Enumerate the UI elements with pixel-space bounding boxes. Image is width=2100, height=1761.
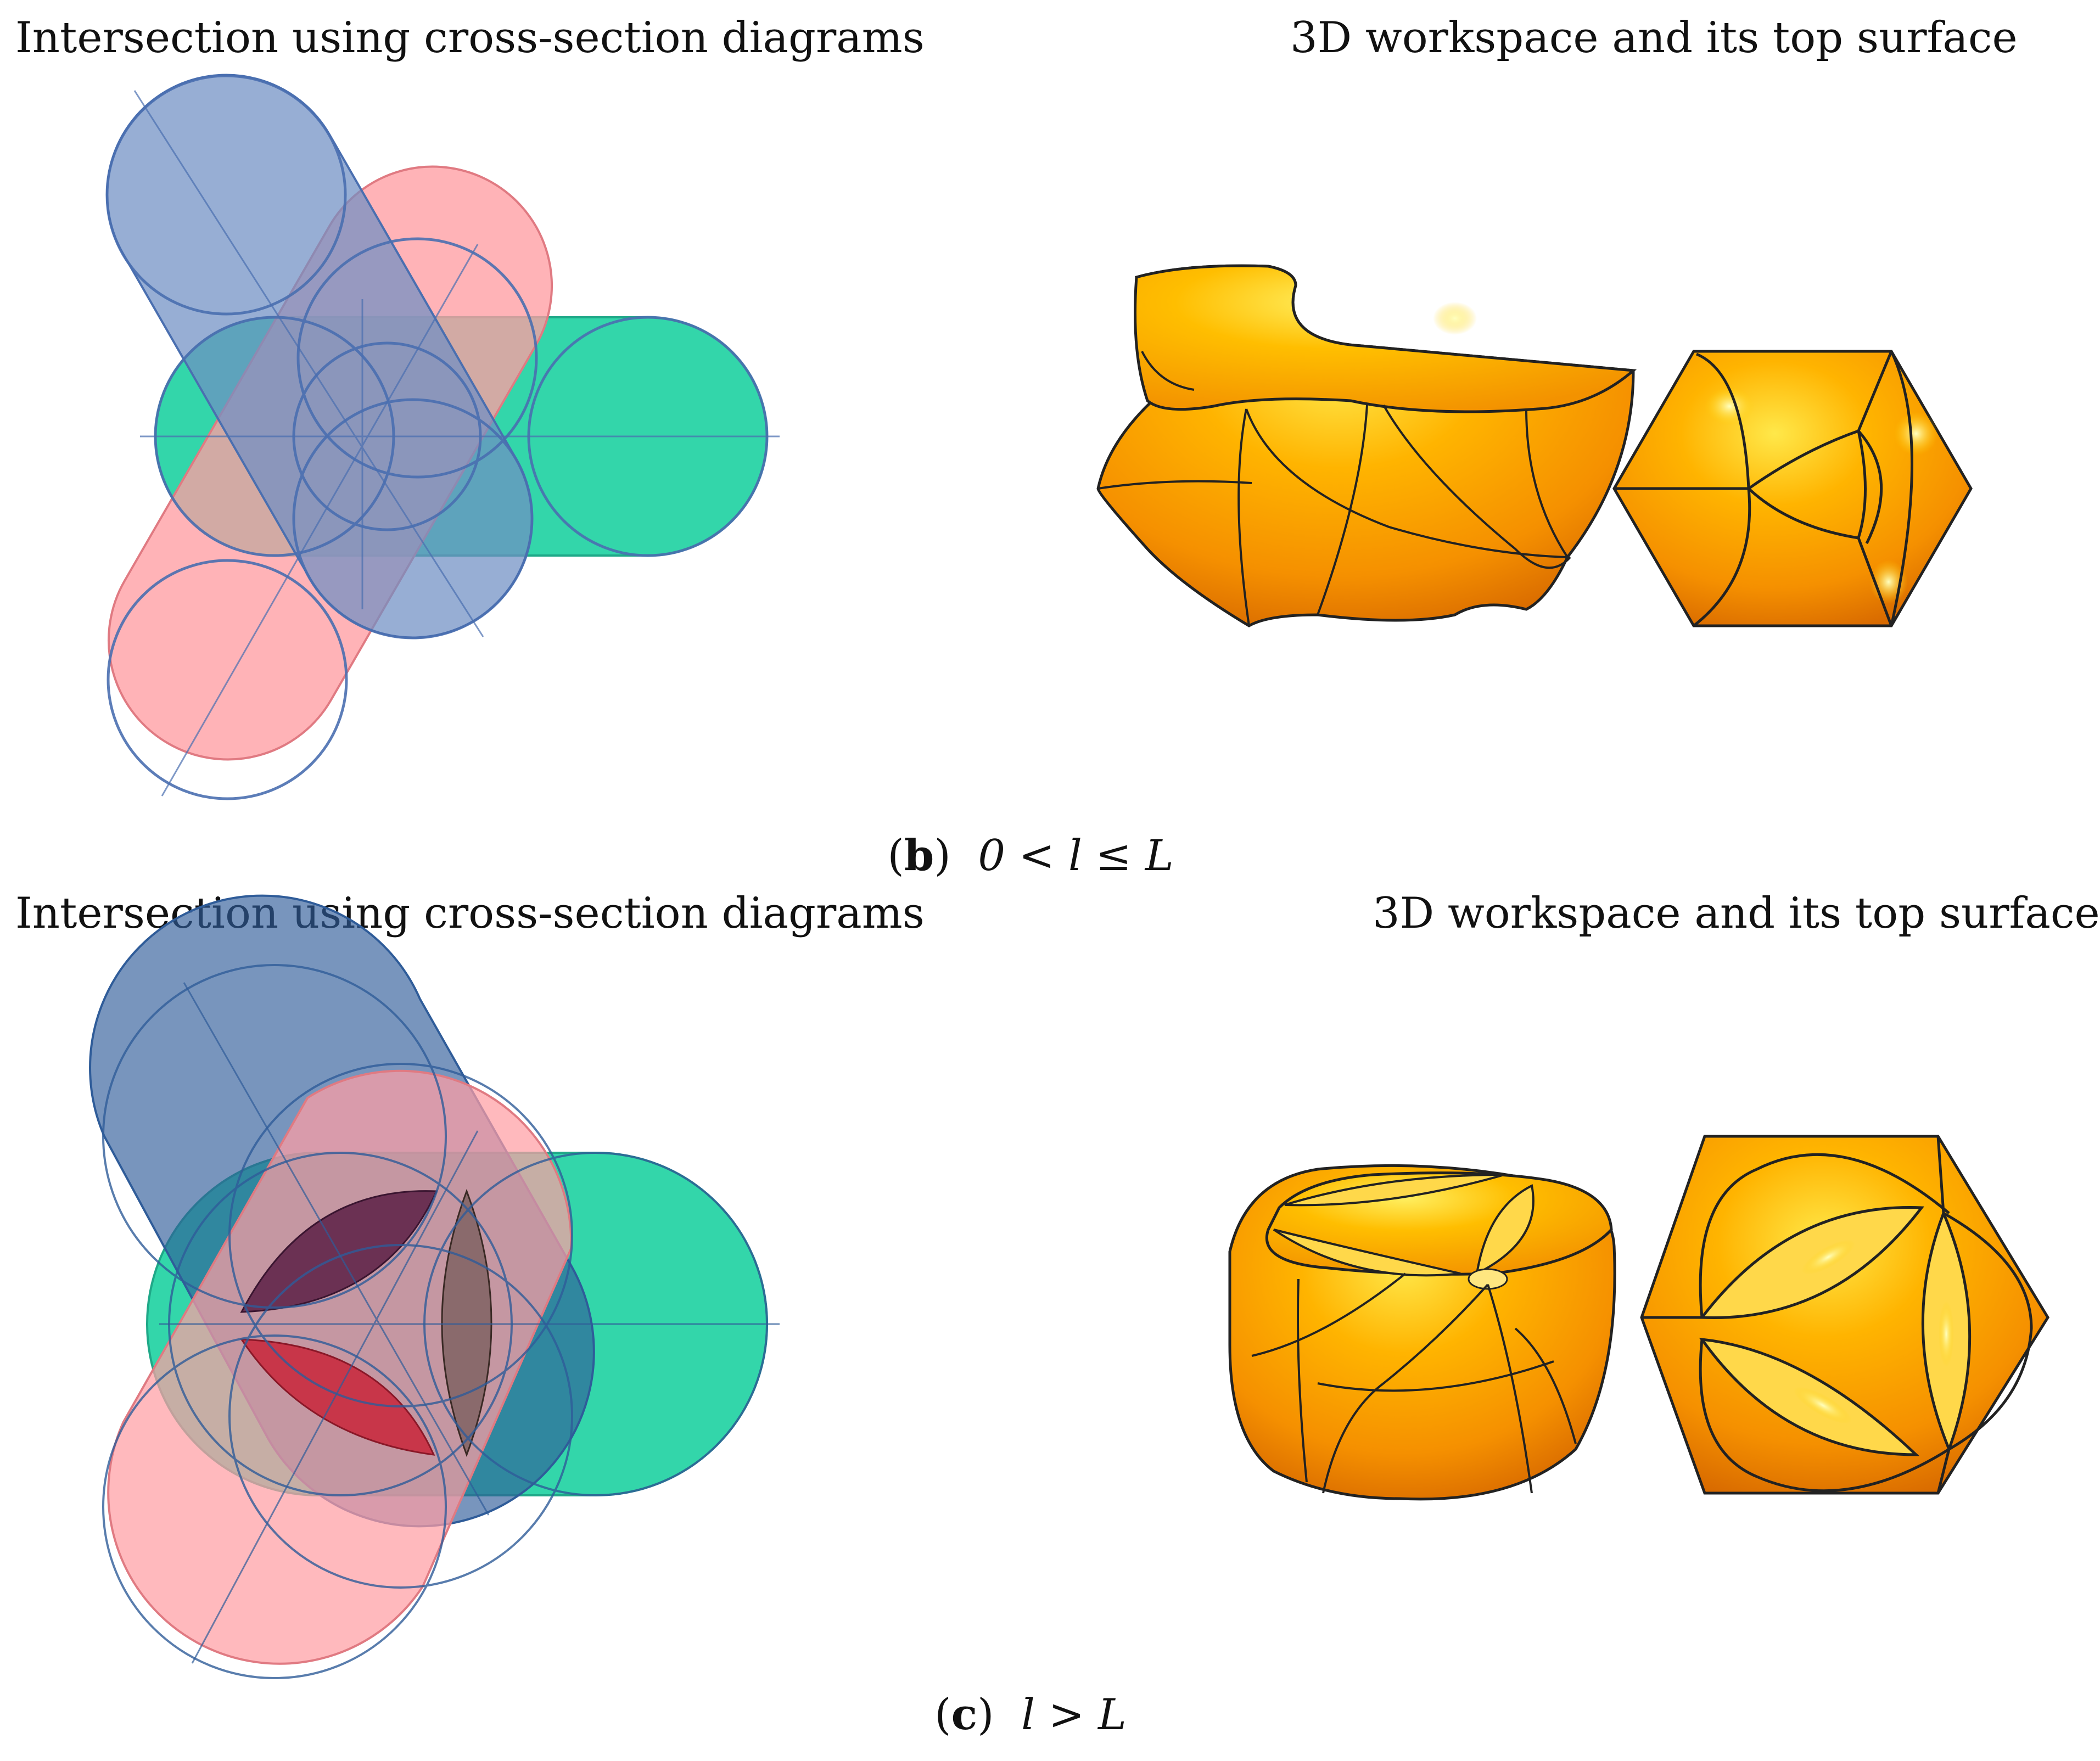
panel-c-pink-end-circle [102,1334,447,1679]
panel-b-workspace-highlight [1433,302,1477,335]
panel-c-blue-axis [183,982,490,1516]
panel-c-top-highlight-3 [1939,1301,1954,1367]
panel-c-lower-lens [240,1338,435,1456]
panel-c-top-highlight-2 [1794,1387,1852,1424]
panel-b-pink-end-circle [107,559,348,800]
panel-b-caption-condition: 0 < l ≤ L [978,831,1174,880]
panel-b-workspace-top [1134,264,1637,413]
panel-b-workspace-edges [1097,351,1571,626]
panel-c-right-title: 3D workspace and its top surface [1373,889,2100,938]
panel-c-right-lens [441,1188,492,1457]
panel-b-blue-end-circle [105,74,347,316]
panel-b-top-surface-edges [1614,350,1913,627]
panel-c-caption-label: c [951,1690,978,1740]
panel-b-blue-axis [133,90,484,637]
panel-c-workspace-lens-2 [1273,1229,1461,1277]
panel-c-caption: (c) l > L [934,1690,1127,1740]
panel-c-center-circle-2 [228,1063,573,1407]
panel-c-pink-axis [191,1130,479,1664]
panel-c-top-surface-edges [1642,1136,2033,1494]
panel-b-top-surface [1612,350,1973,627]
panel-b-blue-center-circle [292,398,534,640]
panel-c-top-surface [1640,1135,2049,1495]
panel-c-blue-end-circle [102,964,447,1309]
panel-b-caption-label: b [904,831,934,880]
panel-b-caption: (b) 0 < l ≤ L [887,831,1174,880]
panel-b-top-highlight-2 [1894,412,1938,456]
panel-b-top-highlight-1 [1705,387,1754,425]
panel-c-3d-workspace [1228,1164,1616,1501]
panel-b-right-title: 3D workspace and its top surface [1290,13,2018,63]
panel-b-left-title: Intersection using cross-section diagram… [15,13,925,63]
panel-b-cross-section-diagram [105,74,780,800]
panel-c-workspace-lens-1 [1284,1174,1505,1207]
panel-c-caption-condition: l > L [1021,1690,1127,1740]
panel-b-pink-axis [161,244,479,797]
panel-c-workspace-center-node [1468,1268,1508,1290]
panel-c-cross-section-diagram [89,894,780,1679]
panel-b-pink-center-circle [296,237,538,479]
panel-b-3d-workspace [1096,264,1637,627]
panel-c-center-circle-3 [228,1244,573,1589]
panel-c-top-highlight-1 [1801,1240,1855,1275]
panel-c-workspace-edges [1251,1272,1577,1494]
panel-c-workspace-lens-3 [1475,1184,1535,1276]
